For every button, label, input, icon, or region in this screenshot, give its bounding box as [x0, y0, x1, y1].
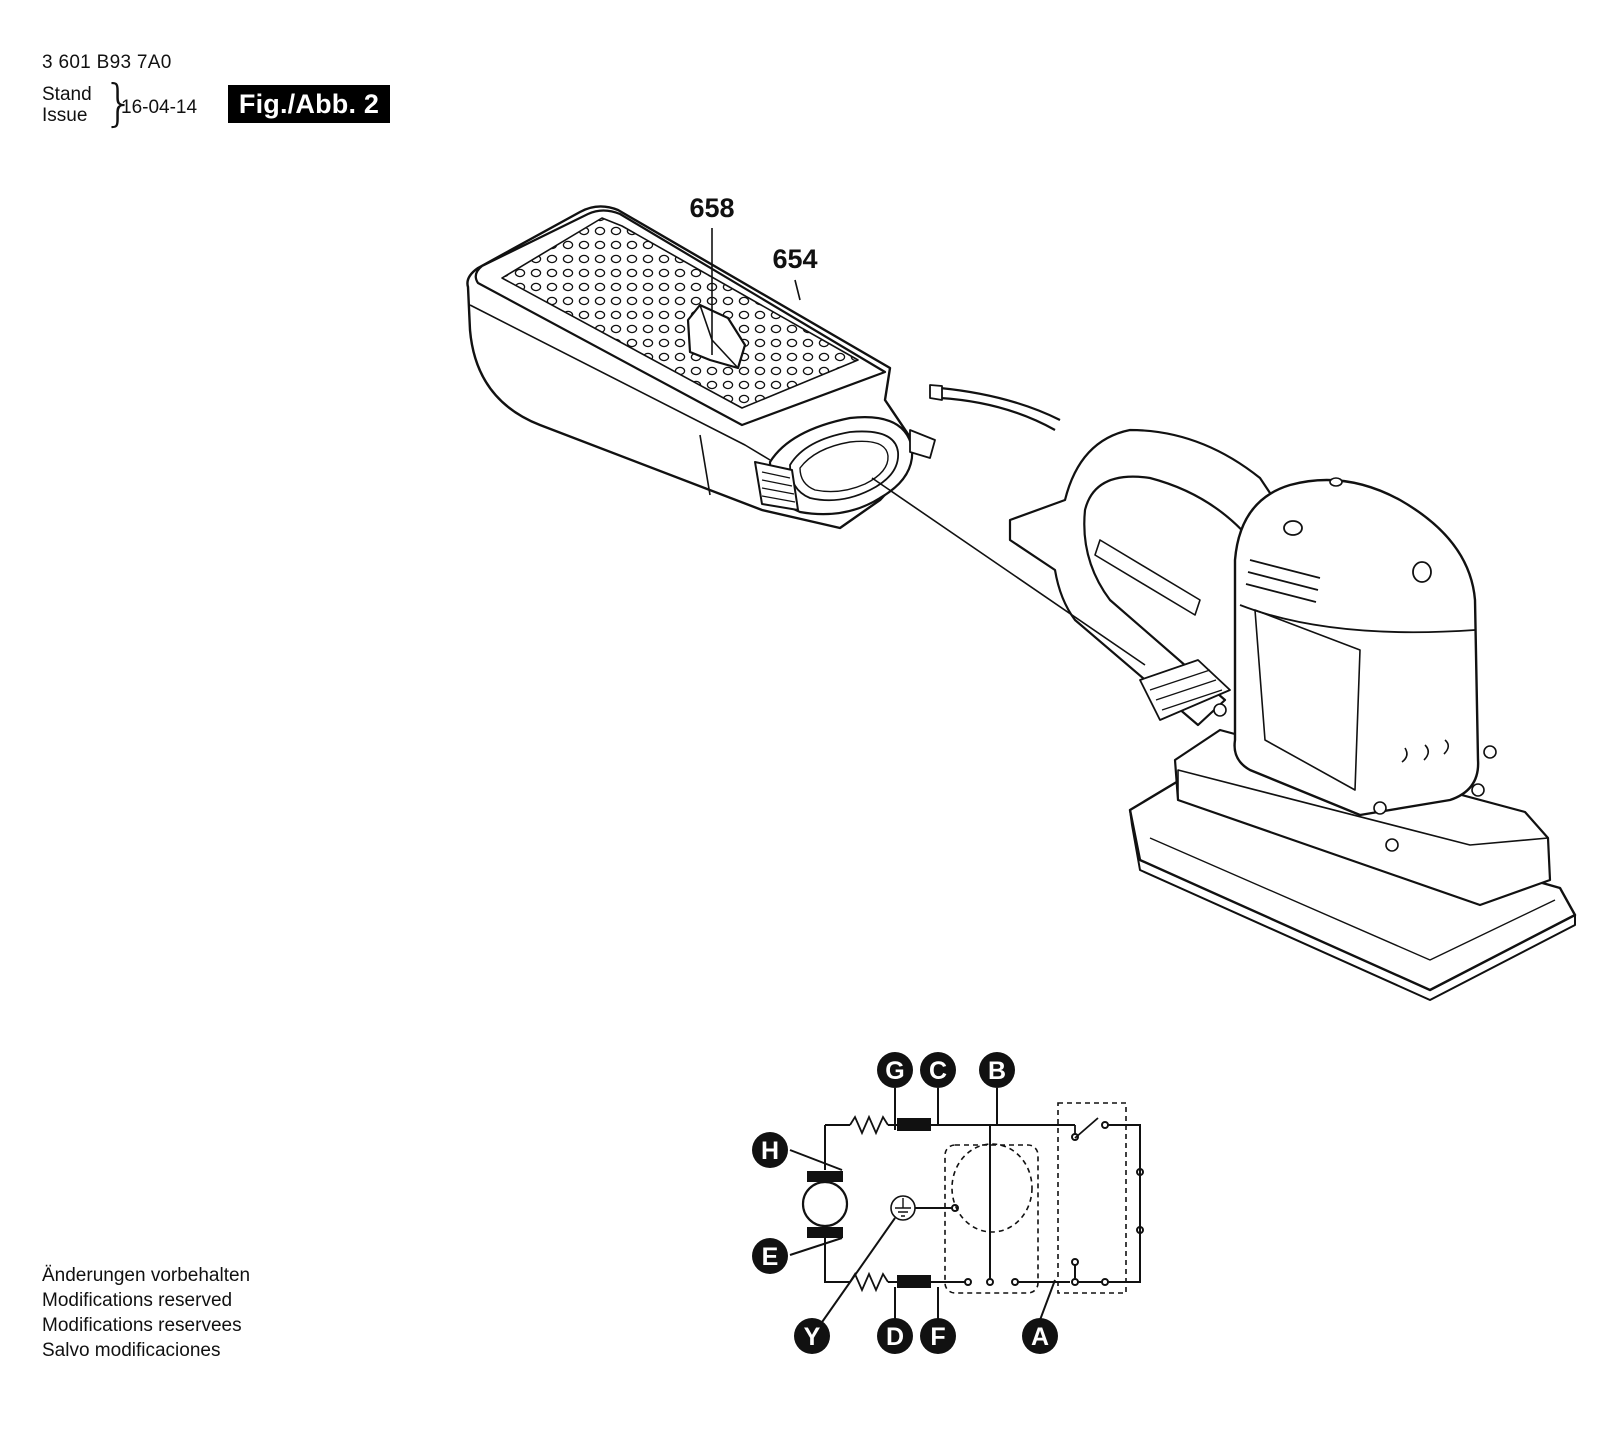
note-en: Modifications reserved [42, 1290, 233, 1311]
leader-lines [711, 228, 1146, 666]
label-g: G [877, 1052, 913, 1088]
callout-654: 654 [772, 244, 817, 274]
figure-label: Fig./Abb. 2 [228, 85, 390, 123]
schematic-labels: G C B H E Y D F [752, 1052, 1058, 1354]
label-e: E [752, 1238, 788, 1274]
label-y: Y [794, 1318, 830, 1354]
stand-issue-labels: Stand Issue [42, 84, 92, 126]
svg-text:E: E [762, 1243, 779, 1271]
svg-text:C: C [929, 1057, 947, 1085]
svg-text:G: G [885, 1057, 904, 1085]
motor-symbol [801, 1180, 849, 1228]
part-number: 3 601 B93 7A0 [42, 52, 172, 73]
dust-box [466, 205, 936, 530]
label-c: C [920, 1052, 956, 1088]
wiring-schematic [789, 1088, 1144, 1326]
label-h: H [752, 1132, 788, 1168]
orbital-sander [929, 384, 1577, 1001]
issue-date: 16-04-14 [121, 97, 198, 118]
label-a: A [1022, 1318, 1058, 1354]
svg-text:B: B [988, 1057, 1006, 1085]
label-f: F [920, 1318, 956, 1354]
svg-text:D: D [886, 1323, 904, 1351]
filter-lid-perforations [501, 217, 859, 409]
modification-notes: Änderungen vorbehalten Modifications res… [42, 1263, 250, 1363]
issue-label: Issue [42, 105, 88, 126]
svg-text:Y: Y [804, 1323, 821, 1351]
latch-658 [686, 303, 747, 370]
note-es: Salvo modificaciones [42, 1340, 221, 1361]
note-de: Änderungen vorbehalten [42, 1265, 251, 1286]
stand-label: Stand [42, 84, 92, 105]
svg-text:H: H [761, 1137, 779, 1165]
svg-text:F: F [930, 1323, 945, 1351]
label-b: B [979, 1052, 1015, 1088]
brace-symbol: } [103, 74, 135, 132]
label-d: D [877, 1318, 913, 1354]
svg-text:A: A [1031, 1323, 1049, 1351]
note-fr: Modifications reservees [42, 1315, 242, 1336]
callout-658: 658 [689, 193, 734, 223]
